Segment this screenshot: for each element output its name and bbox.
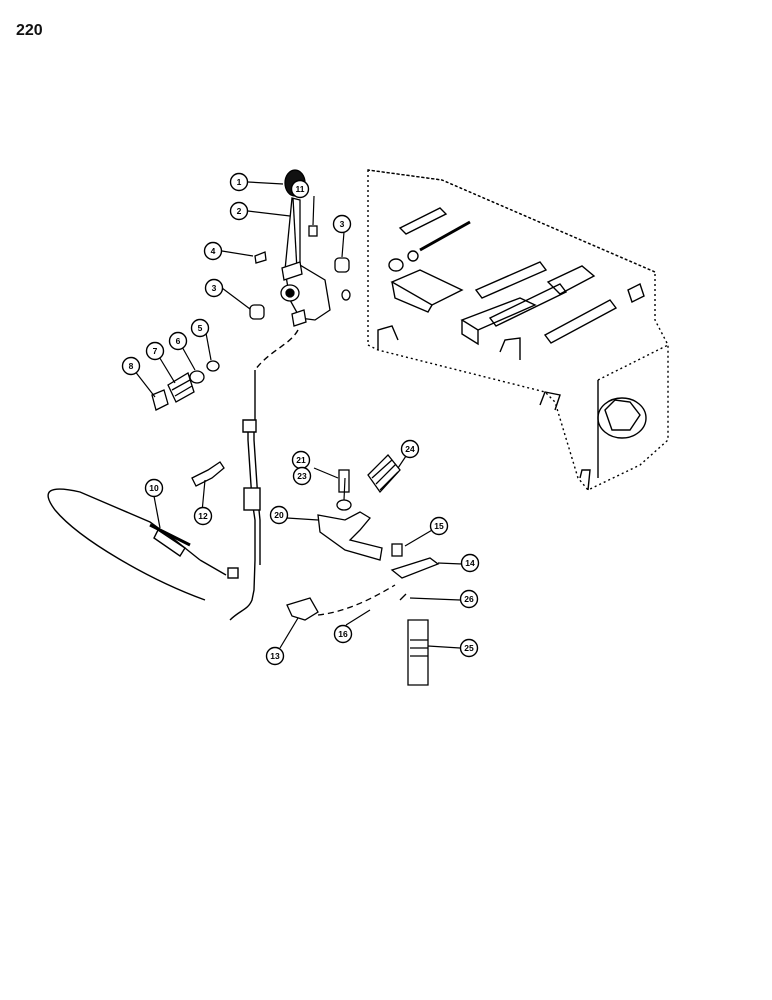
callout-number: 25: [464, 643, 474, 653]
callout-16: 16: [333, 624, 353, 644]
callout-number: 7: [153, 346, 158, 356]
callout-circle: [292, 466, 312, 486]
callout-circle: [400, 439, 420, 459]
callout-1: 1: [229, 172, 249, 192]
callout-circle: [460, 553, 480, 573]
callout-circle: [121, 356, 141, 376]
callout-25: 25: [459, 638, 479, 658]
callout-10: 10: [144, 478, 164, 498]
callout-circle: [168, 331, 188, 351]
callout-26: 26: [459, 589, 479, 609]
callout-circle: [193, 506, 213, 526]
callout-24: 24: [400, 439, 420, 459]
callout-2: 2: [229, 201, 249, 221]
callout-number: 24: [405, 444, 415, 454]
frame-housing: [367, 169, 669, 491]
bracket-assembly: [286, 454, 440, 686]
callout-20: 20: [269, 505, 289, 525]
callout-number: 20: [274, 510, 284, 520]
callout-number: 2: [237, 206, 242, 216]
callout-number: 15: [434, 521, 444, 531]
callout-number: 5: [198, 323, 203, 333]
callout-12: 12: [193, 506, 213, 526]
callout-number: 10: [149, 483, 159, 493]
cable-clip: [191, 461, 225, 487]
callout-circle: [203, 241, 223, 261]
callout-circle: [145, 341, 165, 361]
callout-circle: [229, 201, 249, 221]
callout-number: 6: [176, 336, 181, 346]
callout-7: 7: [145, 341, 165, 361]
callout-8: 8: [121, 356, 141, 376]
callout-6: 6: [168, 331, 188, 351]
callout-number: 16: [338, 629, 348, 639]
callout-21: 21: [291, 450, 311, 470]
callout-number: 3: [340, 219, 345, 229]
callout-number: 4: [211, 246, 216, 256]
callout-14: 14: [460, 553, 480, 573]
callout-number: 8: [129, 361, 134, 371]
callout-circle: [144, 478, 164, 498]
callout-circle: [332, 214, 352, 234]
callout-5: 5: [190, 318, 210, 338]
callout-circle: [459, 638, 479, 658]
callout-circle: [290, 179, 310, 199]
callout-number: 3: [212, 283, 217, 293]
callout-number: 12: [198, 511, 208, 521]
callout-3: 3: [204, 278, 224, 298]
callout-4: 4: [203, 241, 223, 261]
control-cable: [47, 329, 299, 621]
callout-circle: [429, 516, 449, 536]
page-number: 220: [16, 22, 43, 39]
callout-circle: [265, 646, 285, 666]
callout-number: 11: [296, 184, 305, 194]
callout-3: 3: [332, 214, 352, 234]
callout-number: 13: [270, 651, 280, 661]
callout-circle: [459, 589, 479, 609]
callout-23: 23: [292, 466, 312, 486]
callout-circle: [269, 505, 289, 525]
linkage-dash: [317, 584, 396, 616]
control-lever-assembly: [151, 169, 351, 411]
callout-circle: [333, 624, 353, 644]
callout-number: 21: [296, 455, 306, 465]
lever: [284, 197, 331, 321]
callout-number: 14: [465, 558, 475, 568]
callout-number: 26: [464, 594, 474, 604]
callout-11: 11: [290, 179, 310, 199]
callout-number: 1: [237, 177, 242, 187]
callout-leaders: [133, 181, 463, 649]
callout-circle: [204, 278, 224, 298]
callout-number: 23: [297, 471, 307, 481]
callout-13: 13: [265, 646, 285, 666]
callout-circle: [190, 318, 210, 338]
callout-15: 15: [429, 516, 449, 536]
callout-circle: [229, 172, 249, 192]
